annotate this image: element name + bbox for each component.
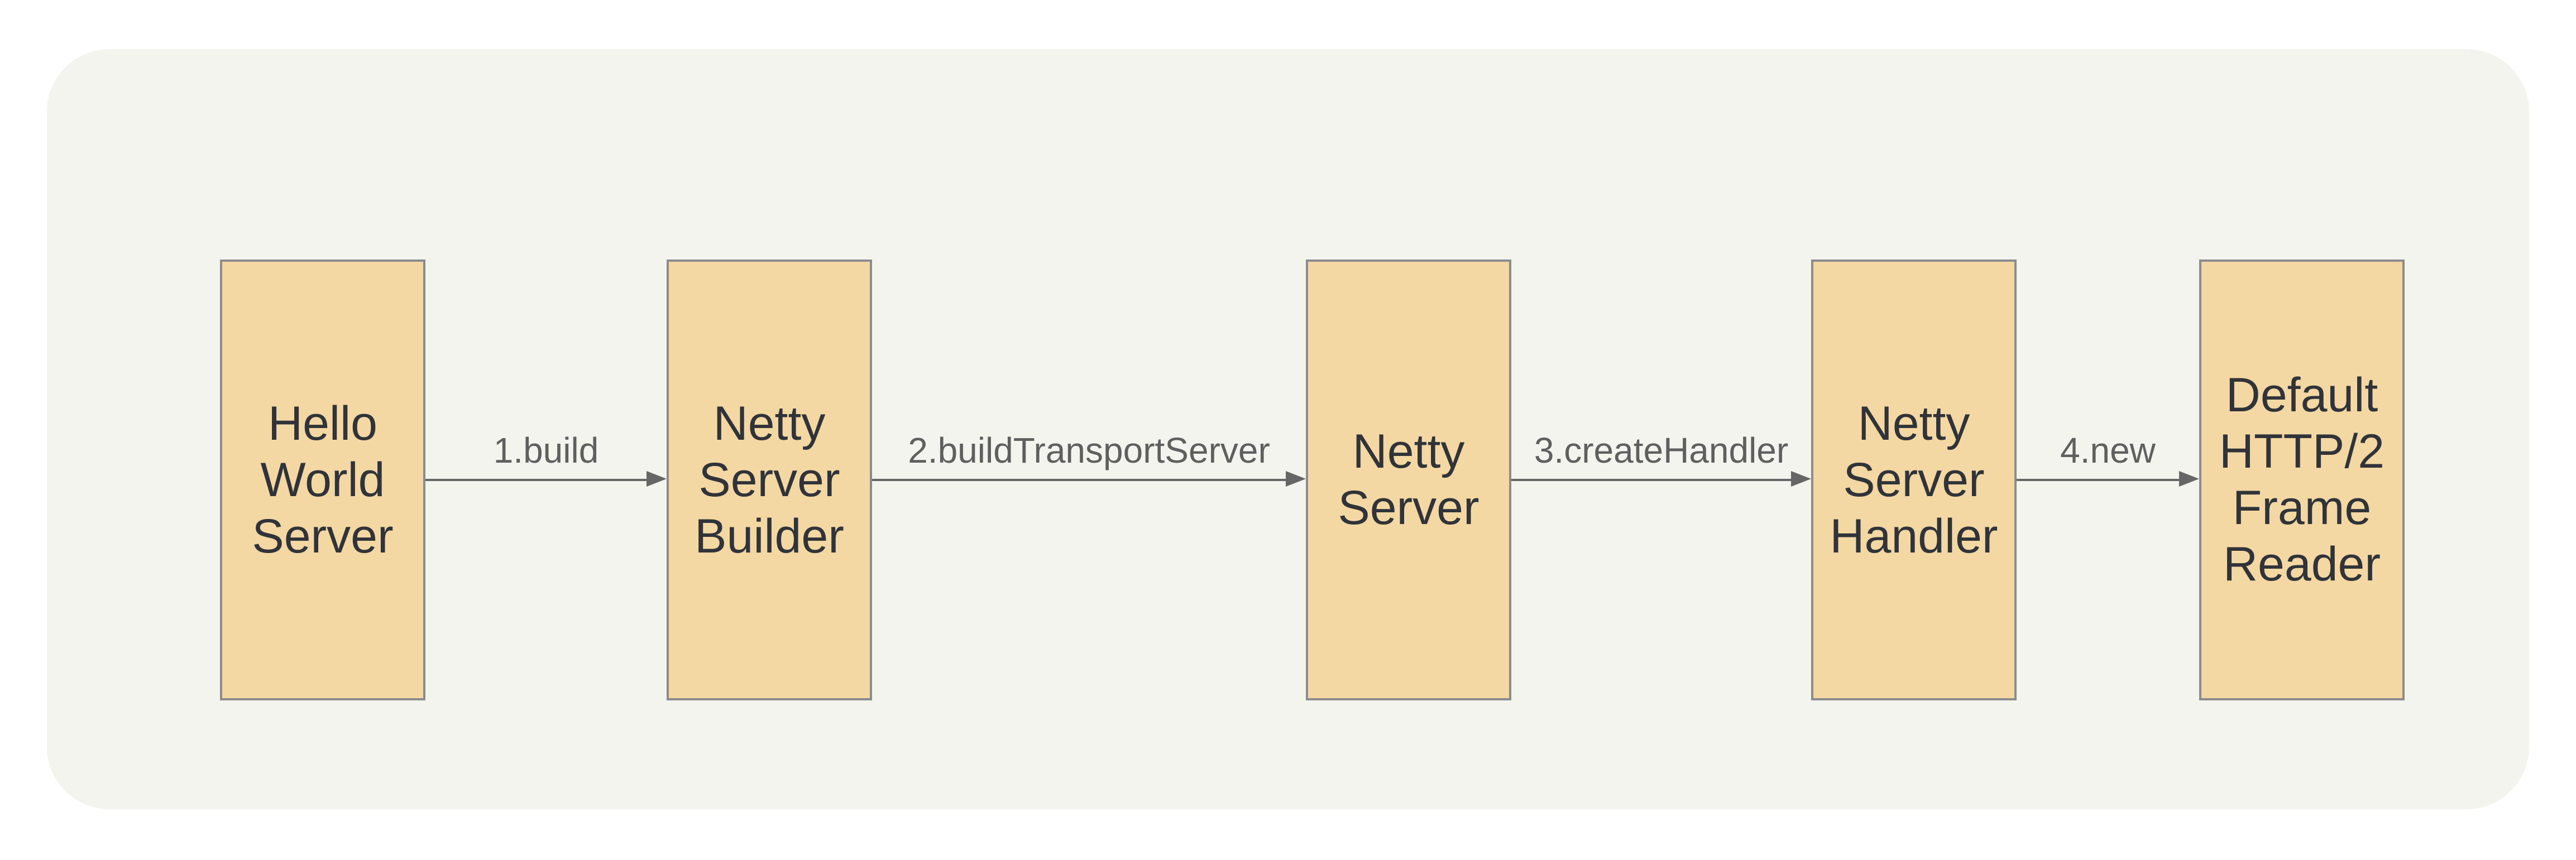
edge-label: 2.buildTransportServer (908, 430, 1270, 470)
node-netty-server: Netty Server (1306, 260, 1511, 700)
arrow-head-icon (1791, 471, 1811, 487)
node-hello-world-server: Hello World Server (220, 260, 425, 700)
arrow-line (872, 479, 1289, 481)
node-label: Hello World Server (252, 396, 394, 563)
edge-build: 1.build (425, 260, 667, 700)
node-label: Netty Server Builder (695, 396, 844, 563)
node-netty-server-builder: Netty Server Builder (667, 260, 872, 700)
arrow-head-icon (2179, 471, 2199, 487)
arrow-line (2017, 479, 2182, 481)
edge-new: 4.new (2017, 260, 2199, 700)
edge-build-transport-server: 2.buildTransportServer (872, 260, 1306, 700)
node-netty-server-handler: Netty Server Handler (1811, 260, 2017, 700)
node-label: Netty Server Handler (1830, 396, 1998, 563)
flow-diagram: Hello World Server 1.build Netty Server … (220, 260, 2405, 700)
arrow-line (1511, 479, 1794, 481)
diagram-canvas: Hello World Server 1.build Netty Server … (47, 49, 2529, 809)
edge-create-handler: 3.createHandler (1511, 260, 1811, 700)
node-default-http2-frame-reader: Default HTTP/2 Frame Reader (2199, 260, 2405, 700)
node-label: Netty Server (1338, 425, 1479, 535)
arrow-head-icon (1286, 471, 1306, 487)
edge-label: 3.createHandler (1534, 430, 1789, 470)
edge-label: 4.new (2060, 430, 2156, 470)
arrow-head-icon (647, 471, 667, 487)
arrow-line (425, 479, 650, 481)
node-label: Default HTTP/2 Frame Reader (2219, 368, 2385, 591)
edge-label: 1.build (493, 430, 599, 470)
